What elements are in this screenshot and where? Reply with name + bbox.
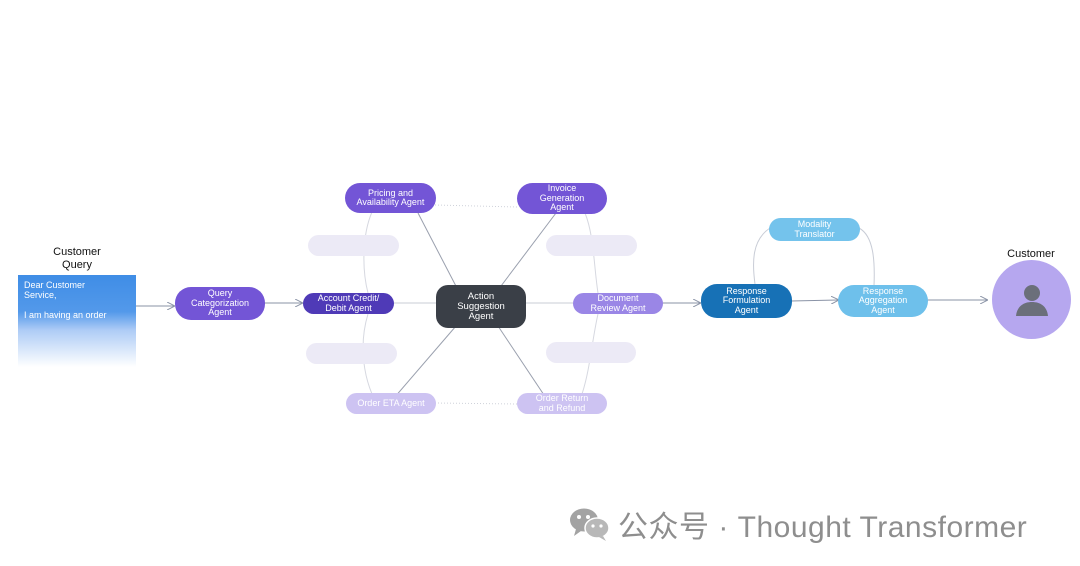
node-label: Action Suggestion Agent [457, 290, 505, 322]
customer-query-heading: Customer Query [53, 246, 101, 271]
node-label: Modality Translator [794, 219, 835, 239]
watermark: 公众号 · Thought Transformer [568, 504, 1027, 544]
node-label: Order ETA Agent [357, 397, 425, 408]
query-categorization-agent-node: Query Categorization Agent [175, 287, 265, 320]
watermark-text: 公众号 · Thought Transformer [618, 511, 1028, 544]
edge-hub-pricing [417, 212, 459, 291]
response-formulation-agent-node: Response Formulation Agent [701, 284, 792, 318]
edge-hub-order-eta [393, 325, 457, 399]
node-label: Pricing and Availability Agent [356, 187, 425, 207]
query-card-text: Dear Customer Service, I am having an or… [24, 280, 107, 320]
order-return-refund-node: Order Return and Refund [517, 393, 607, 414]
invoice-generation-agent-node: Invoice Generation Agent [517, 183, 607, 214]
customer-avatar [992, 260, 1071, 339]
edge-hub-invoice [497, 212, 557, 291]
node-label: Order Return and Refund [535, 393, 589, 413]
action-suggestion-agent-node: Action Suggestion Agent [436, 285, 526, 328]
customer-heading: Customer [1007, 248, 1055, 260]
edge-formulation-to-aggregation [790, 300, 838, 301]
node-label: Response Formulation Agent [722, 285, 771, 315]
node-label: Response Aggregation Agent [858, 285, 908, 315]
placeholder-bar [306, 343, 397, 364]
placeholder-bar [308, 235, 399, 256]
order-eta-agent-node: Order ETA Agent [346, 393, 436, 414]
node-label: Account Credit/ Debit Agent [317, 293, 380, 313]
modality-translator-node: Modality Translator [769, 218, 860, 241]
customer-query-card: Dear Customer Service, I am having an or… [18, 275, 136, 367]
placeholder-bar [546, 342, 636, 363]
wechat-icon [570, 508, 610, 541]
document-review-agent-node: Document Review Agent [573, 293, 663, 314]
user-silhouette-icon [1015, 284, 1048, 316]
pricing-availability-agent-node: Pricing and Availability Agent [345, 183, 436, 213]
node-label: Invoice Generation Agent [539, 183, 585, 213]
node-label: Query Categorization Agent [190, 288, 250, 318]
placeholder-bar [546, 235, 637, 256]
node-label: Document Review Agent [590, 293, 646, 313]
edge-hub-order-return [497, 325, 547, 399]
response-aggregation-agent-node: Response Aggregation Agent [838, 285, 928, 317]
account-credit-debit-agent-node: Account Credit/ Debit Agent [303, 293, 394, 314]
